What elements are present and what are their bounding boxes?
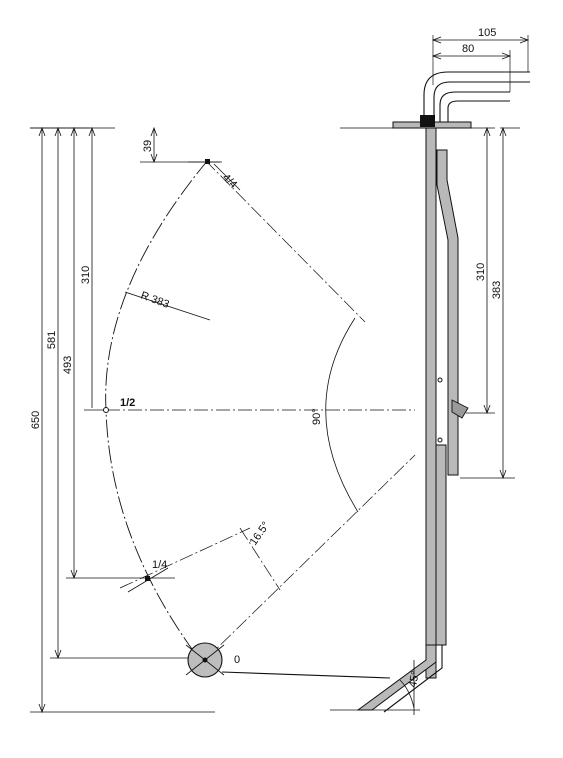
label-310-left: 310	[80, 266, 92, 284]
dimension-310-left: 310	[80, 126, 106, 411]
label-1-2: 1/2	[120, 397, 135, 409]
dimension-383-right: 383	[460, 126, 515, 480]
point-4-4: 4/4	[188, 159, 241, 191]
dimension-105: 105	[431, 27, 530, 85]
centerline-1-4	[119, 527, 251, 589]
centerline-4-4	[204, 159, 366, 323]
dimension-310-right: 310	[466, 126, 495, 415]
tube-frame	[356, 71, 530, 713]
dimension-493: 493	[62, 126, 175, 580]
label-650: 650	[30, 411, 42, 429]
dimension-581: 581	[46, 126, 195, 660]
dimension-45: 45°	[330, 660, 422, 715]
point-1-2: 1/2	[103, 397, 135, 413]
label-angle-45: 45°	[407, 670, 422, 688]
label-1-4: 1/4	[152, 559, 167, 571]
label-angle-165: 16.5°	[248, 520, 273, 548]
label-80: 80	[462, 43, 474, 55]
label-581: 581	[46, 331, 58, 349]
dimension-80: 80	[431, 43, 512, 92]
dimension-650: 650	[30, 126, 215, 714]
centerline-origin	[204, 454, 416, 661]
label-4-4: 4/4	[220, 172, 239, 191]
origin-connector	[221, 671, 391, 679]
point-1-4: 1/4	[127, 559, 169, 593]
radius-leader	[124, 291, 211, 321]
label-493: 493	[62, 356, 74, 374]
label-310-right: 310	[475, 263, 487, 281]
origin-disc: 0	[185, 642, 240, 678]
label-383-right: 383	[491, 281, 503, 299]
label-origin: 0	[234, 654, 240, 666]
dimension-39: 39	[140, 126, 220, 164]
label-39: 39	[142, 140, 154, 152]
centerline-165	[239, 527, 281, 591]
label-105: 105	[478, 27, 496, 39]
label-radius: R 383	[139, 290, 171, 311]
label-angle-90: 90°	[311, 408, 323, 425]
angle-arc-90	[325, 317, 359, 513]
